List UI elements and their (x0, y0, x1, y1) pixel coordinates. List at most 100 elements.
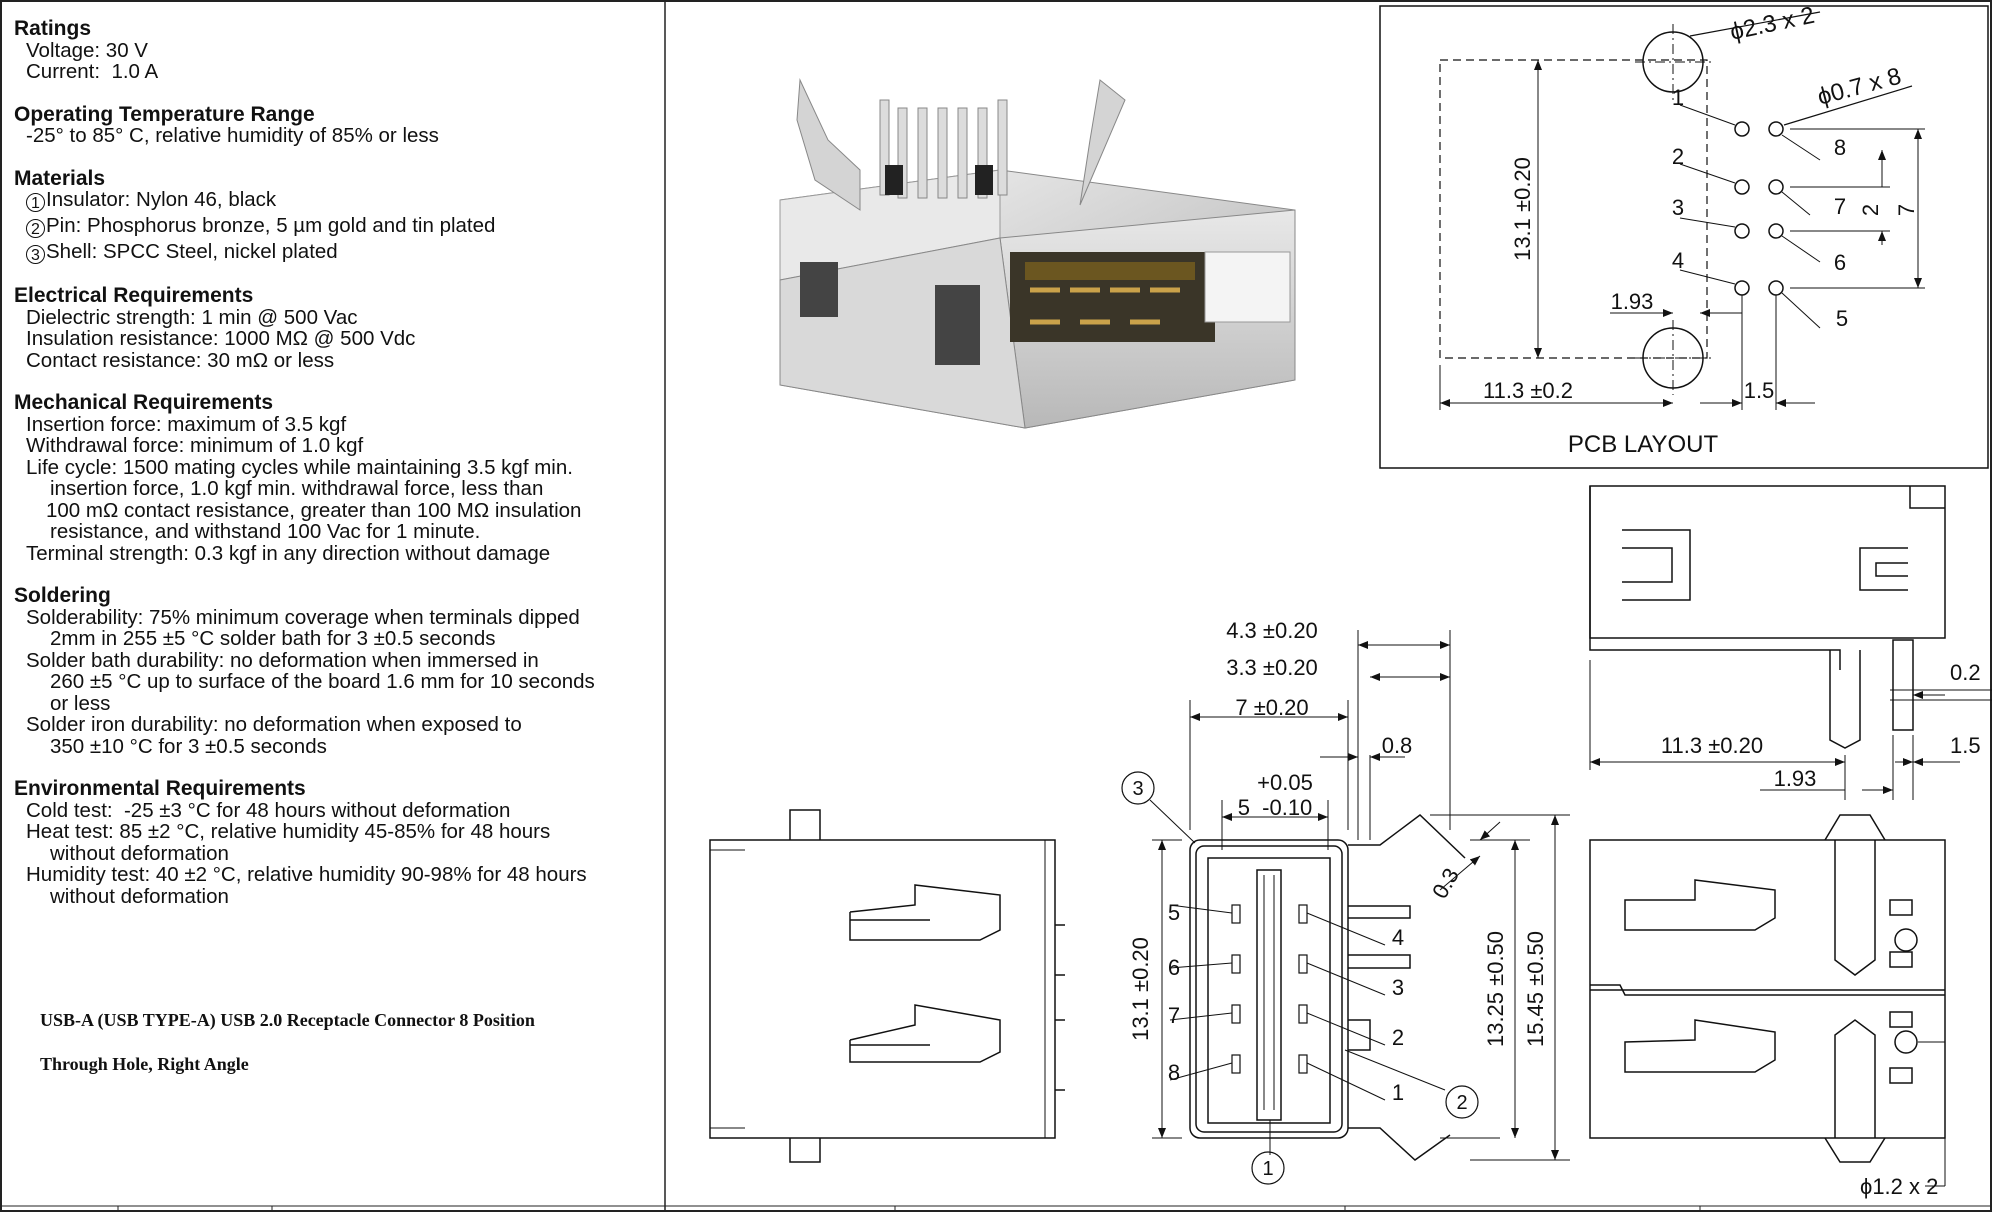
spec-line: Dielectric strength: 1 min @ 500 Vac (26, 305, 358, 329)
material-text: Shell: SPCC Steel, nickel plated (46, 240, 338, 263)
pcb-pin-label: 5 (1836, 306, 1848, 331)
pcb-pin-label: 7 (1834, 194, 1846, 219)
spec-line: 350 ±10 °C for 3 ±0.5 seconds (50, 734, 327, 758)
front-pin-label: 5 (1168, 900, 1180, 925)
spec-line: or less (50, 691, 111, 715)
soldering-section: Soldering Solderability: 75% minimum cov… (14, 585, 654, 757)
pcb-height-dim: 13.1 ±0.20 (1510, 157, 1535, 261)
front-pin-label: 1 (1392, 1080, 1404, 1105)
pcb-pitch-dim: 1.5 (1744, 378, 1775, 403)
mechanical-title: Mechanical Requirements (14, 391, 274, 414)
dim-4-3: 4.3 ±0.20 (1226, 618, 1318, 643)
callout-number: 2 (26, 219, 45, 238)
bottom-view (1589, 814, 1946, 1187)
spec-line: Life cycle: 1500 mating cycles while mai… (26, 455, 573, 479)
materials-title: Materials (14, 166, 106, 190)
pcb-width-dim: 11.3 ±0.2 (1483, 378, 1573, 403)
hole-large-label: ϕ2.3 x 2 (1728, 2, 1817, 46)
spec-line: Solderability: 75% minimum coverage when… (26, 605, 580, 629)
spec-line: Insulation resistance: 1000 MΩ @ 500 Vdc (26, 327, 416, 350)
front-view (1121, 630, 1570, 1185)
pcb-pin-label: 1 (1672, 85, 1684, 110)
mechanical-section: Mechanical Requirements Insertion force:… (14, 392, 654, 564)
material-text: Pin: Phosphorus bronze, 5 µm gold and ti… (46, 214, 496, 237)
dim-7: 7 ±0.20 (1235, 695, 1308, 720)
pcb-pin-label: 8 (1834, 135, 1846, 160)
spec-line: Withdrawal force: minimum of 1.0 kgf (26, 434, 364, 457)
specifications-panel: Ratings Voltage: 30 V Current: 1.0 A Ope… (14, 18, 654, 928)
spec-line: Humidity test: 40 ±2 °C, relative humidi… (26, 863, 587, 886)
dim-13-1: 13.1 ±0.20 (1128, 937, 1153, 1041)
dim-3-3: 3.3 ±0.20 (1226, 655, 1318, 680)
spec-line: resistance, and withstand 100 Vac for 1 … (50, 520, 481, 543)
temperature-range: -25° to 85° C, relative humidity of 85% … (26, 124, 439, 147)
bottom-hole-label: ϕ1.2 x 2 (1860, 1174, 1938, 1199)
spec-line: Solder iron durability: no deformation w… (26, 713, 522, 736)
spec-line: Contact resistance: 30 mΩ or less (26, 348, 335, 372)
side-view-labels: 0.2 11.3 ±0.20 1.5 1.93 (1661, 660, 1981, 791)
voltage-rating: Voltage: 30 V (26, 38, 148, 62)
spec-line: without deformation (50, 841, 229, 865)
current-rating: Current: 1.0 A (26, 60, 159, 83)
callout-pin: 2 (1456, 1092, 1467, 1114)
callout-number: 3 (26, 245, 45, 264)
pcb-dim-7: 7 (1894, 204, 1919, 216)
electrical-section: Electrical Requirements Dielectric stren… (14, 285, 654, 371)
environmental-section: Environmental Requirements Cold test: -2… (14, 778, 654, 907)
front-pin-label: 6 (1168, 955, 1180, 980)
side-dim-113: 11.3 ±0.20 (1661, 733, 1763, 758)
product-title-line1: USB-A (USB TYPE-A) USB 2.0 Receptacle Co… (40, 1010, 535, 1030)
spec-line: Terminal strength: 0.3 kgf in any direct… (26, 541, 551, 565)
pcb-layout-labels: PCB LAYOUT ϕ2.3 x 2 ϕ0.7 x 8 13.1 ±0.20 … (1483, 2, 1919, 458)
connector-3d-image (779, 78, 1296, 429)
dim-13-25: 13.25 ±0.50 (1483, 931, 1508, 1047)
callout-insulator: 1 (1262, 1158, 1273, 1180)
callout-shell: 3 (1132, 778, 1143, 800)
spec-line: insertion force, 1.0 kgf min. withdrawal… (50, 477, 544, 500)
dim-15-45: 15.45 ±0.50 (1523, 931, 1548, 1047)
pcb-pin-label: 6 (1834, 250, 1846, 275)
front-view-labels: 4.3 ±0.20 3.3 ±0.20 7 ±0.20 0.8 +0.05 5 … (1128, 618, 1548, 1180)
side-view (1589, 485, 1992, 800)
front-pin-label: 3 (1392, 975, 1404, 1000)
hole-small-label: ϕ0.7 x 8 (1815, 63, 1905, 111)
front-pin-label: 4 (1392, 925, 1404, 950)
spec-line: Insertion force: maximum of 3.5 kgf (26, 412, 347, 436)
side-dim-02: 0.2 (1950, 660, 1981, 685)
dim-5: 5 -0.10 (1238, 795, 1313, 820)
ratings-section: Ratings Voltage: 30 V Current: 1.0 A (14, 18, 654, 83)
spec-line: 2mm in 255 ±5 °C solder bath for 3 ±0.5 … (50, 627, 496, 650)
side-profile-view (709, 809, 1065, 1163)
electrical-title: Electrical Requirements (14, 284, 254, 307)
spec-line: Heat test: 85 ±2 °C, relative humidity 4… (26, 820, 551, 843)
bottom-view-labels: ϕ1.2 x 2 (1860, 1174, 1938, 1199)
product-title-line2: Through Hole, Right Angle (40, 1054, 249, 1074)
front-pin-label: 7 (1168, 1003, 1180, 1028)
pcb-pin-label: 3 (1672, 195, 1684, 220)
side-dim-193: 1.93 (1774, 766, 1817, 791)
material-text: Insulator: Nylon 46, black (46, 188, 277, 211)
spec-line: 100 mΩ contact resistance, greater than … (46, 498, 582, 522)
pcb-pin-label: 2 (1672, 144, 1684, 169)
soldering-title: Soldering (14, 584, 111, 607)
pcb-offset-dim: 1.93 (1611, 289, 1654, 314)
spec-line: 260 ±5 °C up to surface of the board 1.6… (50, 670, 595, 693)
pcb-pin-label: 4 (1672, 248, 1684, 273)
dim-0-8: 0.8 (1382, 733, 1413, 758)
temperature-title: Operating Temperature Range (14, 102, 315, 126)
callout-number: 1 (26, 193, 45, 212)
environmental-title: Environmental Requirements (14, 777, 306, 800)
pcb-dim-2: 2 (1858, 204, 1883, 216)
temperature-section: Operating Temperature Range -25° to 85° … (14, 102, 654, 147)
pcb-layout-label: PCB LAYOUT (1568, 431, 1719, 458)
pcb-layout-view (1379, 5, 1989, 469)
front-pin-label: 2 (1392, 1025, 1404, 1050)
dim-0-3: 0.3 (1427, 864, 1464, 903)
front-pin-label: 8 (1168, 1060, 1180, 1085)
spec-line: Solder bath durability: no deformation w… (26, 648, 539, 672)
